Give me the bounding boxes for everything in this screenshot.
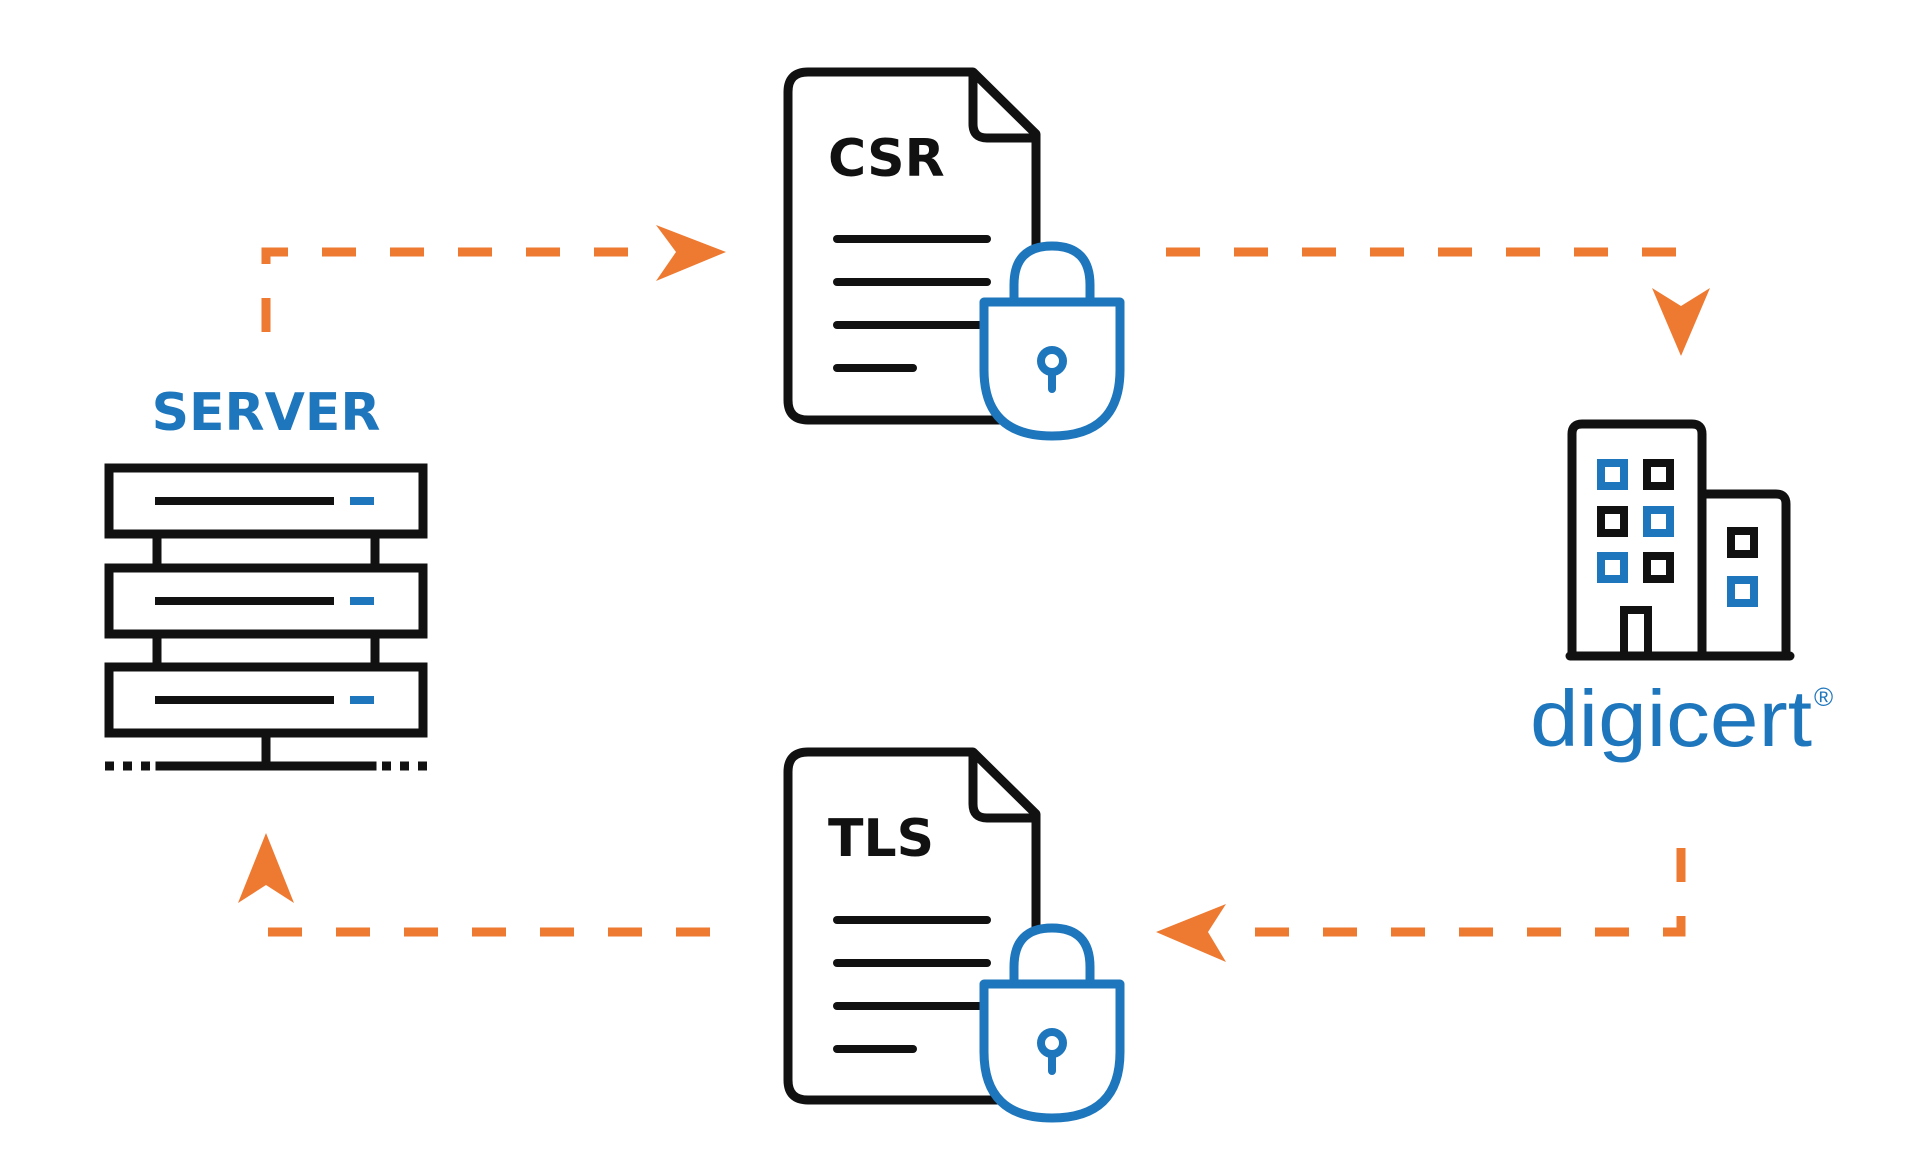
tls-label: TLS (828, 809, 934, 869)
document-icon (783, 67, 1041, 425)
flow-arrows (238, 225, 1710, 962)
arrow-digicert-to-tls (1156, 848, 1686, 962)
server-rack-icon (104, 463, 428, 771)
digicert-wordmark: digicert (1530, 674, 1812, 763)
digicert-logo: digicert ® (1530, 674, 1833, 763)
padlock-icon (979, 923, 1125, 1123)
arrow-server-to-csr (261, 225, 726, 332)
registered-mark: ® (1814, 682, 1833, 712)
arrow-csr-to-digicert (1166, 247, 1710, 356)
csr-document: CSR (783, 67, 1125, 441)
padlock-icon (979, 241, 1125, 441)
tls-document: TLS (783, 747, 1125, 1123)
csr-label: CSR (828, 129, 945, 189)
arrow-tls-to-server (238, 833, 710, 937)
building-icon (1565, 419, 1795, 661)
server-label: SERVER (152, 383, 381, 443)
document-icon (783, 747, 1041, 1105)
